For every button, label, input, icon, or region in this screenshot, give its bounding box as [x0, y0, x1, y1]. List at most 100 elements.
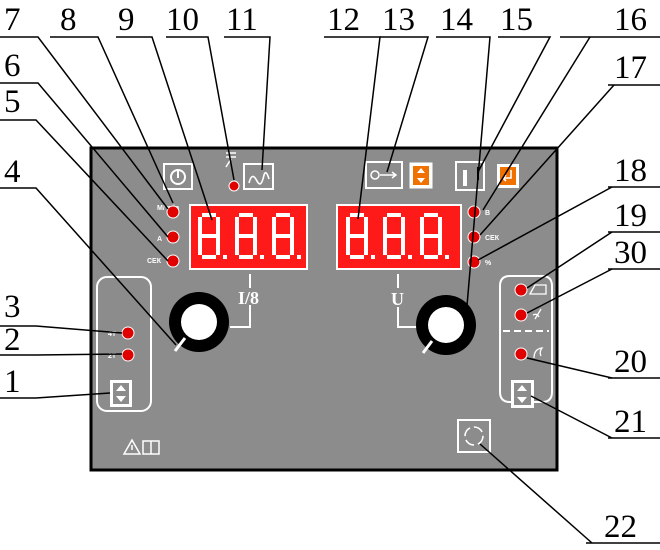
callout-20: 20 — [614, 344, 647, 380]
left-knob-cap — [181, 304, 217, 340]
digit-segment — [383, 236, 387, 255]
callout-16: 16 — [614, 2, 647, 38]
digit-segment — [420, 217, 424, 236]
led-a — [166, 230, 180, 244]
callout-11: 11 — [226, 2, 258, 38]
digit-segment — [272, 236, 276, 255]
up-down-select-icon — [413, 166, 429, 185]
digit-segment — [346, 236, 350, 255]
warning-icon — [122, 438, 142, 455]
callout-17: 17 — [614, 50, 647, 86]
digit-segment — [424, 213, 438, 217]
digit-segment — [290, 236, 294, 255]
digit-segment — [438, 217, 442, 236]
callout-3: 3 — [4, 289, 21, 325]
digit-dot — [297, 255, 301, 259]
digit-segment — [276, 234, 290, 238]
arc-button[interactable] — [243, 163, 274, 190]
digit-segment — [350, 255, 364, 259]
digit-segment — [216, 236, 220, 255]
right-knob-cap — [428, 307, 464, 343]
left-knob-line — [230, 274, 251, 328]
digit-segment — [350, 234, 364, 238]
torch-type-icon — [532, 308, 542, 320]
digit-segment — [424, 255, 438, 259]
torch-button[interactable] — [455, 161, 485, 191]
digit-segment — [290, 217, 294, 236]
digit-segment — [202, 234, 216, 238]
wire-inch-button[interactable] — [365, 161, 403, 189]
callout-7: 7 — [4, 2, 21, 38]
mode-label-4t: 4T — [108, 331, 117, 338]
reset-button[interactable] — [457, 419, 491, 453]
spool-gun-icon — [533, 347, 544, 359]
up-down-select-icon — [116, 385, 126, 402]
digit-segment — [420, 236, 424, 255]
callout-6: 6 — [4, 48, 21, 84]
digit-dot — [223, 255, 227, 259]
digit-dot — [260, 255, 264, 259]
seven-segment-digit — [346, 213, 375, 259]
control-panel — [89, 146, 559, 472]
led-20 — [514, 347, 528, 361]
digit-segment — [202, 213, 216, 217]
mode-label-2t: 2T — [108, 353, 117, 360]
power-button[interactable] — [163, 163, 193, 190]
digit-segment — [438, 236, 442, 255]
digit-segment — [198, 236, 202, 255]
left-knob-pointer — [173, 337, 187, 352]
digit-segment — [216, 217, 220, 236]
digit-segment — [235, 217, 239, 236]
led-label-sek-left: СЕК — [147, 258, 162, 265]
enter-icon-bg — [500, 167, 516, 185]
led-30 — [514, 308, 528, 322]
digit-segment — [424, 234, 438, 238]
callout-2: 2 — [4, 322, 21, 358]
digit-segment — [276, 213, 290, 217]
left-display-digits — [198, 213, 301, 259]
digit-segment — [387, 255, 401, 259]
digit-segment — [198, 217, 202, 236]
digit-segment — [383, 217, 387, 236]
arc-characteristic-icon — [248, 171, 270, 185]
wire-inch-icon — [370, 170, 398, 180]
digit-segment — [401, 217, 405, 236]
seven-segment-digit — [420, 213, 449, 259]
led-label-a: A — [157, 236, 162, 243]
seven-segment-digit — [383, 213, 412, 259]
callout-8: 8 — [60, 2, 77, 38]
digit-dot — [371, 255, 375, 259]
manual-book-icon — [142, 440, 160, 455]
digit-segment — [202, 255, 216, 259]
seven-segment-digit — [198, 213, 227, 259]
callout-19: 19 — [614, 198, 647, 234]
left-knob-label: I/8 — [238, 288, 259, 308]
right-knob-line — [397, 274, 418, 328]
led-label-sek-right: СЕК — [485, 235, 500, 242]
right-knob-label: U — [391, 289, 404, 309]
reset-icon — [464, 426, 484, 446]
callout-9: 9 — [118, 2, 135, 38]
mode-bracket-left — [96, 276, 152, 412]
digit-segment — [350, 213, 364, 217]
led-4t — [121, 326, 135, 340]
digit-segment — [239, 213, 253, 217]
callout-10: 10 — [166, 2, 199, 38]
digit-segment — [346, 217, 350, 236]
callout-13: 13 — [382, 2, 415, 38]
torch-icon — [463, 170, 467, 186]
digit-segment — [272, 217, 276, 236]
callout-15: 15 — [500, 2, 533, 38]
digit-segment — [253, 236, 257, 255]
program-select-inner — [514, 383, 531, 405]
led-19 — [514, 283, 528, 297]
digit-segment — [276, 255, 290, 259]
digit-segment — [387, 213, 401, 217]
digit-segment — [235, 236, 239, 255]
digit-segment — [387, 234, 401, 238]
right-display-digits — [346, 213, 449, 259]
callout-5: 5 — [4, 84, 21, 120]
callout-4: 4 — [4, 154, 21, 190]
gas-test-icon — [528, 284, 547, 295]
